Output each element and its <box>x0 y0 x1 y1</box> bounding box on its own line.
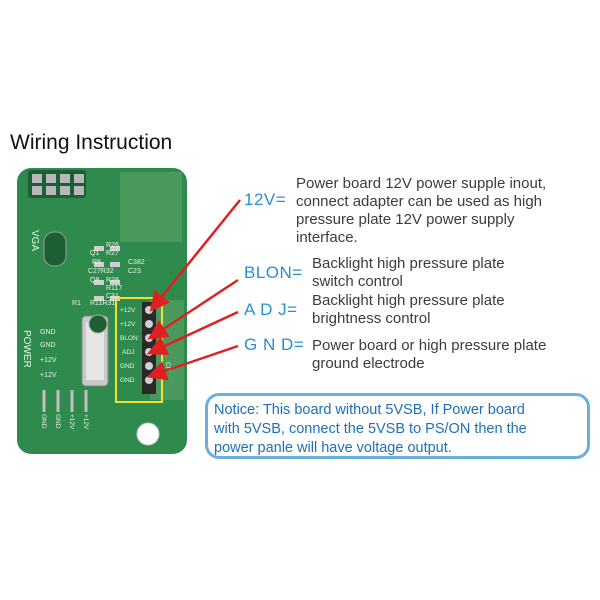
power-pin-12v-b: +12V <box>40 372 57 379</box>
bottom-leads <box>42 390 88 412</box>
notice-line-1: Notice: This board without 5VSB, If Powe… <box>214 402 525 418</box>
label-q1: Q1 <box>90 250 99 257</box>
power-pin-gnd-a: GND <box>40 329 56 336</box>
header-label-12v-a: +12V <box>120 307 136 314</box>
mounting-hole <box>136 422 160 446</box>
pin-desc-adj: Backlight high pressure plate brightness… <box>312 292 505 327</box>
textured-area <box>120 172 182 242</box>
notice-line-2: with 5VSB, connect the 5VSB to PS/ON the… <box>214 421 527 437</box>
header-label-gnd-a: GND <box>120 363 135 370</box>
label-r27: R27 <box>106 250 119 257</box>
arrow-gnd <box>146 344 239 381</box>
label-r28: R28 <box>106 277 119 284</box>
page-title: Wiring Instruction <box>10 131 173 154</box>
pin-desc-gnd: Power board or high pressure plate groun… <box>312 337 547 372</box>
vga-mount <box>43 231 67 267</box>
header-label-12v-b: +12V <box>120 321 136 328</box>
bottom-label-gnd-b: GND <box>54 414 61 429</box>
pointer-arrows <box>146 199 241 381</box>
label-c27r32: C27R32 <box>88 268 114 275</box>
header-label-blon: BLON <box>120 335 138 342</box>
connector-pins <box>32 174 84 195</box>
pin-key-12v: 12V= <box>244 190 287 209</box>
label-q8: Q8 <box>90 277 99 284</box>
pin-key-gnd: G N D= <box>244 335 305 354</box>
label-r26: R26 <box>106 242 119 249</box>
notice-box: Notice: This board without 5VSB, If Powe… <box>205 393 590 459</box>
vga-label: VGA <box>29 230 40 251</box>
connector-block <box>28 170 86 198</box>
label-r1: R1 <box>72 300 81 307</box>
arrow-12v <box>149 199 241 312</box>
header-label-gnd-b: GND <box>120 377 135 384</box>
label-r11r31: R11R31 <box>90 300 115 307</box>
power-pin-12v-a: +12V <box>40 357 57 364</box>
header-label-adj: ADJ <box>122 349 134 356</box>
label-r8: R8 <box>92 259 101 266</box>
power-screw <box>88 314 108 334</box>
pin-key-adj: A D J= <box>244 300 298 319</box>
arrow-adj <box>146 310 239 355</box>
pin-desc-blon: Backlight high pressure plate switch con… <box>312 255 505 290</box>
pin-desc-12v: Power board 12V power supple inout, conn… <box>296 175 547 246</box>
label-c23: C23 <box>128 268 141 275</box>
pin-key-blon: BLON= <box>244 263 303 282</box>
notice-line-3: power panle will have voltage output. <box>214 440 452 456</box>
label-c31: C31 <box>106 293 119 300</box>
arrow-blon <box>147 278 239 340</box>
bottom-label-12v-a: +12V <box>68 414 75 430</box>
bottom-label-gnd-a: GND <box>40 414 47 429</box>
label-c382: C382 <box>128 259 145 266</box>
power-label: POWER <box>21 330 32 368</box>
power-pin-gnd-b: GND <box>40 342 56 349</box>
label-r117: R117 <box>106 285 122 292</box>
bottom-label-12v-b: +12V <box>82 414 89 430</box>
